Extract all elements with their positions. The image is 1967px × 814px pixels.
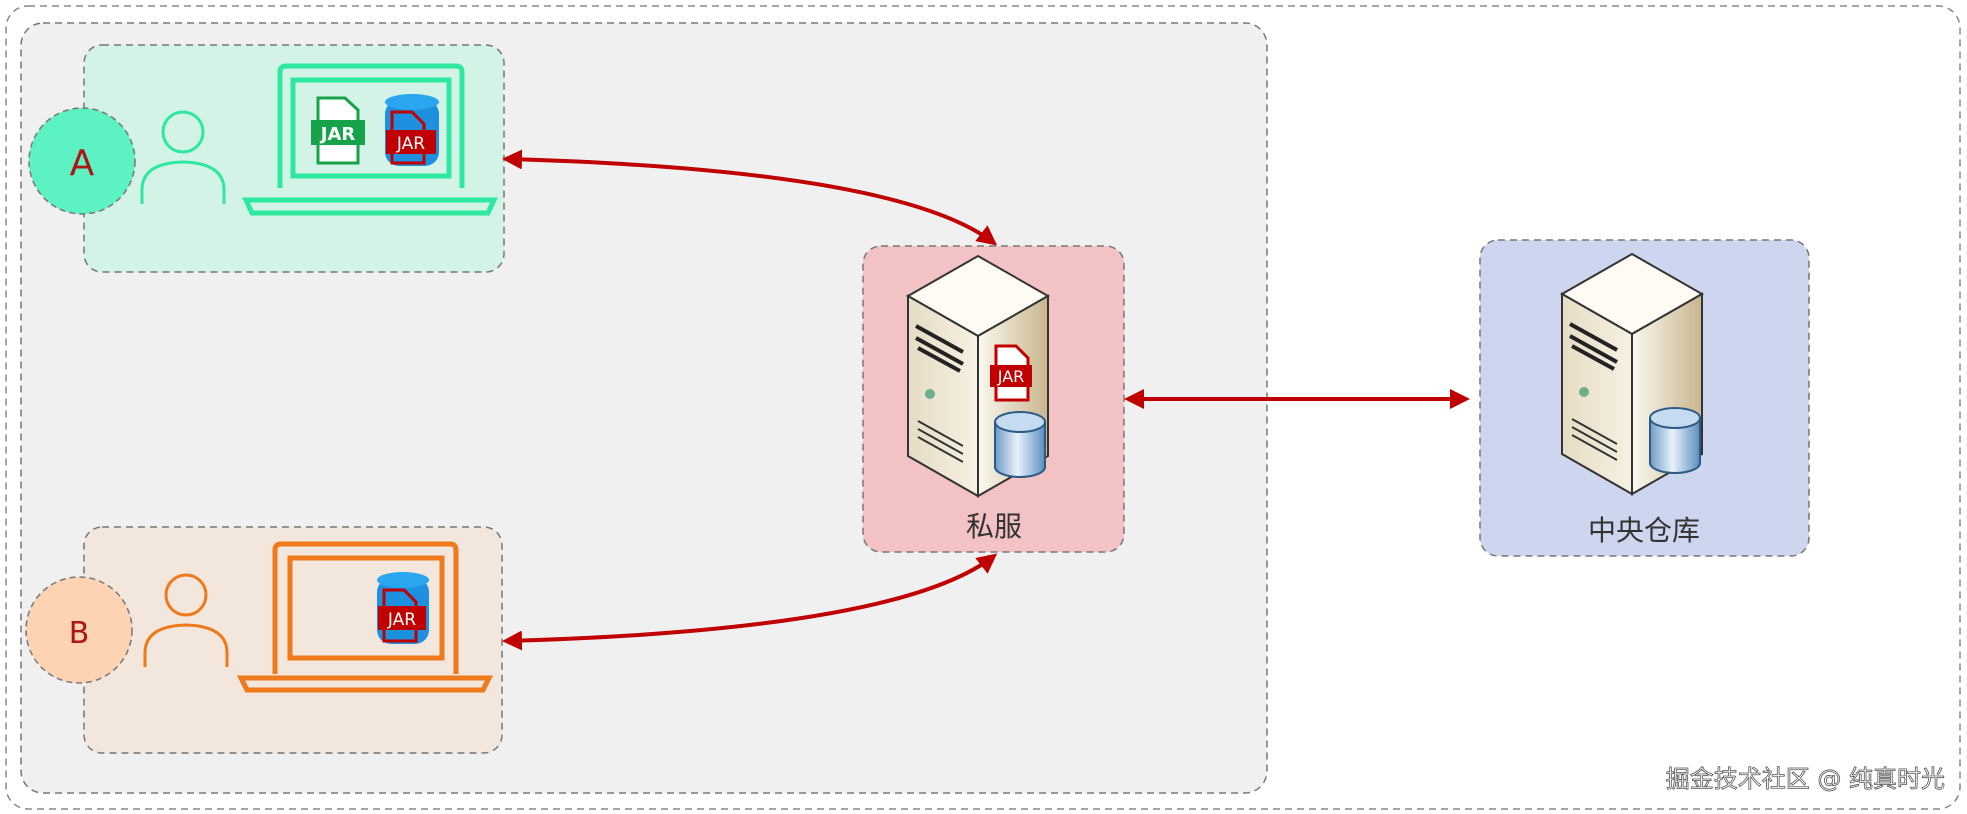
developer-b-badge [25,576,133,684]
private-server-node: JAR 私服 [862,245,1125,553]
central-repository-node: 中央仓库 [1479,239,1810,557]
local-repository-icon: JAR [385,94,439,166]
user-icon [140,110,226,204]
developer-b-node: B JAR [25,526,503,754]
watermark: 掘金技术社区 @ 纯真时光 [1666,765,1945,793]
svg-text:JAR: JAR [396,134,425,154]
laptop-icon [236,541,494,693]
svg-text:JAR: JAR [319,124,356,145]
laptop-icon [242,63,498,216]
jar-file-icon: JAR [311,96,365,165]
developer-b-label: B [69,616,90,651]
svg-text:JAR: JAR [997,367,1025,386]
jar-file-icon: JAR [990,344,1032,402]
edge-a-private-server [502,149,998,246]
database-icon [994,411,1046,478]
developer-a-badge [28,107,136,215]
edge-b-private-server [502,553,998,651]
svg-text:JAR: JAR [387,610,416,630]
user-icon [143,573,229,667]
local-repository-icon: JAR [377,572,429,644]
private-server-label: 私服 [966,510,1022,543]
developer-a-node: A JAR JAR [28,44,505,273]
database-icon [1649,407,1701,474]
developer-a-label: A [70,143,95,184]
outer-boundary [5,5,1961,810]
central-repository-label: 中央仓库 [1588,514,1700,547]
